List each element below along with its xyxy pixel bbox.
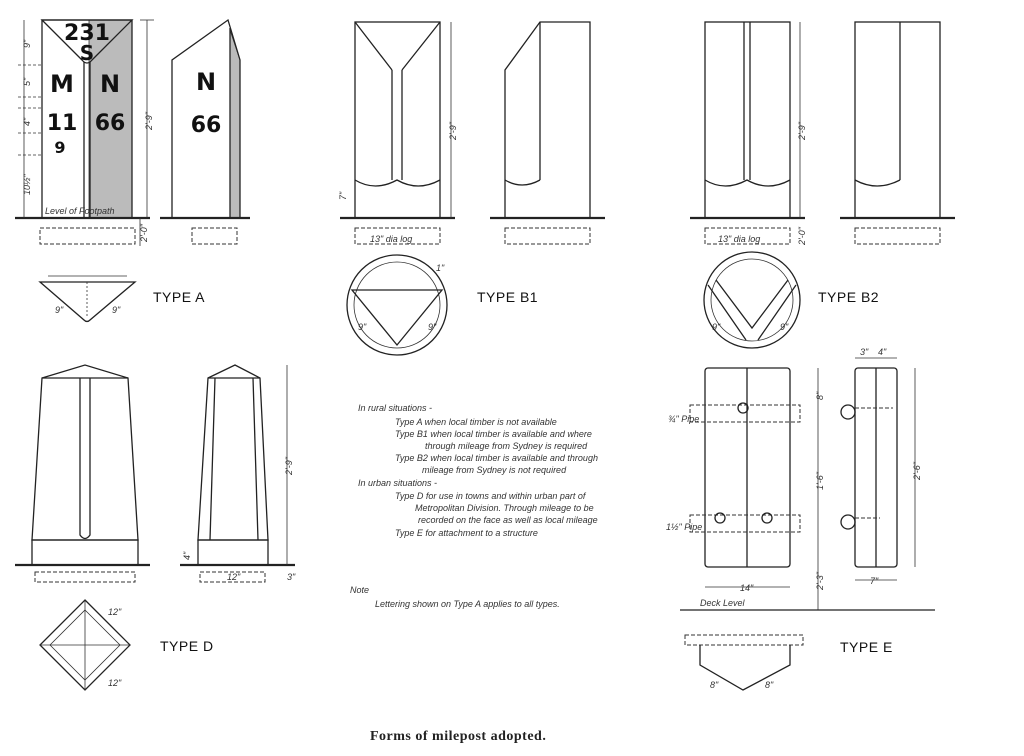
right-number: 66	[95, 111, 126, 136]
d-plan-dim-12: 12"	[108, 607, 122, 617]
b1-dim-7: 7"	[338, 191, 348, 200]
log-dia-label: 13" dia log	[370, 234, 412, 244]
type-e-front-elevation: ¾" Pipe 1½" Pipe 14" 8" 1'-6" 2'-3"	[666, 367, 825, 610]
e-dim-8: 8"	[815, 391, 825, 400]
d-height: 2'-9"	[284, 456, 294, 476]
b1-plan-dim-9b: 9"	[428, 322, 437, 332]
type-d-front-elevation	[15, 364, 150, 583]
dim-5: 5"	[22, 77, 32, 86]
note-rural-heading: In rural situations -	[358, 403, 432, 413]
note-urban-d: Type D for use in towns and within urban…	[395, 491, 587, 501]
type-e-side-elevation: 3" 4" 2'-6" 7"	[840, 347, 922, 586]
type-a-label: TYPE A	[153, 289, 205, 305]
e-dim-1-6: 1'-6"	[815, 471, 825, 490]
dim-4: 4"	[22, 117, 32, 126]
b2-plan-dim-9b: 9"	[780, 322, 789, 332]
usage-notes: In rural situations - Type A when local …	[350, 403, 598, 609]
note-urban-d-cont: Metropolitan Division. Through mileage t…	[415, 503, 594, 513]
type-a-side-elevation: N 66	[160, 18, 250, 245]
plan-dim-9: 9"	[55, 305, 64, 315]
type-a-front-elevation: 231 S M 11 9 N 66 Level of Footpath 2'-9…	[15, 19, 154, 246]
e-plan-dim-8b: 8"	[765, 680, 774, 690]
pipe-bottom-label: 1½" Pipe	[666, 522, 702, 532]
deck-level-label: Deck Level	[700, 598, 746, 608]
direction-letter: S	[80, 41, 94, 65]
e-side-dim-4: 4"	[878, 347, 887, 357]
d-dim-3: 3"	[287, 572, 296, 582]
plan-dim-9b: 9"	[112, 305, 121, 315]
d-dim-12: 12"	[227, 572, 241, 582]
b2-height: 2'-9"	[797, 121, 807, 141]
note-rural-b1: Type B1 when local timber is available a…	[395, 429, 592, 439]
b2-log-dia-label: 13" dia log	[718, 234, 760, 244]
left-letter: M	[50, 70, 74, 98]
note-urban-d-cont2: recorded on the face as well as local mi…	[418, 515, 598, 525]
note-urban-e: Type E for attachment to a structure	[395, 528, 538, 538]
type-b1-front-elevation: 13" dia log 2'-9" 7"	[338, 21, 458, 245]
side-number: 66	[191, 113, 222, 138]
note-rural-b2-cont: mileage from Sydney is not required	[422, 465, 567, 475]
b2-plan-dim-9: 9"	[712, 322, 721, 332]
note-heading: Note	[350, 585, 369, 595]
e-plan-dim-8: 8"	[710, 680, 719, 690]
type-b1-side-elevation	[490, 21, 605, 245]
b1-plan-dim-1: 1"	[436, 263, 445, 273]
dim-9: 9"	[22, 39, 32, 48]
type-d-plan: 12" 12" TYPE D	[39, 599, 214, 691]
d-plan-dim-12b: 12"	[108, 678, 122, 688]
d-dim-4: 4"	[182, 551, 192, 560]
note-lettering: Lettering shown on Type A applies to all…	[375, 599, 560, 609]
mileage-number: 231	[64, 21, 110, 46]
right-letter: N	[100, 70, 120, 98]
level-of-footpath-label: Level of Footpath	[45, 206, 115, 216]
type-b2-side-elevation	[840, 21, 955, 245]
type-b2-front-elevation: 13" dia log 2'-9" 2'-0"	[690, 21, 807, 246]
dim-10: 10½"	[22, 173, 32, 195]
depth-dimension: 2'-0"	[139, 223, 149, 243]
left-number: 11	[47, 111, 78, 136]
e-dim-2-3: 2'-3"	[815, 571, 825, 591]
b1-height: 2'-9"	[448, 121, 458, 141]
type-b2-plan: 9" 9" TYPE B2	[703, 251, 879, 349]
e-dim-2-6: 2'-6"	[912, 461, 922, 481]
b2-depth: 2'-0"	[797, 226, 807, 246]
type-e-label: TYPE E	[840, 639, 893, 655]
note-urban-heading: In urban situations -	[358, 478, 437, 488]
type-b1-label: TYPE B1	[477, 289, 538, 305]
type-e-plan: 8" 8" TYPE E	[684, 634, 893, 691]
type-b1-plan: 1" 9" 9" TYPE B1	[346, 254, 538, 356]
type-d-side-elevation: 2'-9" 4" 12" 3"	[180, 364, 296, 583]
type-b2-label: TYPE B2	[818, 289, 879, 305]
type-d-label: TYPE D	[160, 638, 214, 654]
e-dim-7: 7"	[870, 576, 879, 586]
e-side-dim-3: 3"	[860, 347, 869, 357]
note-rural-b2: Type B2 when local timber is available a…	[395, 453, 598, 463]
b1-plan-dim-9: 9"	[358, 322, 367, 332]
left-sub-number: 9	[54, 138, 65, 157]
e-dim-14: 14"	[740, 583, 754, 593]
figure-caption: Forms of milepost adopted.	[370, 729, 546, 744]
pipe-top-label: ¾" Pipe	[668, 414, 699, 424]
note-rural-a: Type A when local timber is not availabl…	[395, 417, 557, 427]
side-letter: N	[196, 68, 216, 96]
type-a-plan: 9" 9" TYPE A	[38, 275, 205, 323]
height-dimension: 2'-9"	[144, 111, 154, 131]
note-rural-b1-cont: through mileage from Sydney is required	[425, 441, 588, 451]
